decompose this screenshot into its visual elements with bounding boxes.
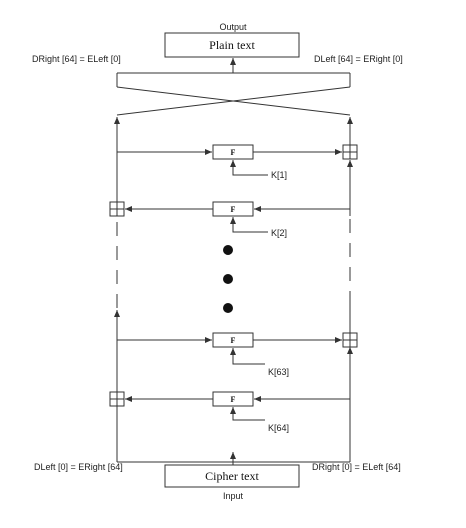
- round2-key-label: K[2]: [271, 228, 287, 238]
- round2-xor-icon: [109, 201, 125, 217]
- round64-key-arrow: [230, 407, 265, 421]
- ellipsis-dot: [223, 274, 233, 284]
- cipher-text-box: [164, 464, 300, 488]
- round63-f-label: F: [231, 336, 236, 345]
- round63-key-arrow: [230, 348, 265, 365]
- round64-key-label: K[64]: [268, 423, 289, 433]
- plain-text-box: [164, 32, 300, 58]
- round63-key-label: K[63]: [268, 367, 289, 377]
- round1-xor-icon: [342, 144, 358, 160]
- round1-key-arrow: [230, 160, 268, 176]
- input-label: Input: [223, 491, 244, 501]
- plain-text-label: Plain text: [209, 38, 255, 52]
- round64-f-label: F: [231, 395, 236, 404]
- round2-f-label: F: [231, 205, 236, 214]
- ellipsis-dot: [223, 245, 233, 255]
- bottom-right-equation: DRight [0] = ELeft [64]: [312, 462, 401, 472]
- round63-xor-icon: [342, 332, 358, 348]
- round1-f-label: F: [231, 148, 236, 157]
- round64-xor-icon: [109, 391, 125, 407]
- ellipsis-dot: [223, 303, 233, 313]
- swap-cross-line-b: [116, 86, 351, 116]
- round1-key-label: K[1]: [271, 170, 287, 180]
- bottom-left-equation: DLeft [0] = ERight [64]: [34, 462, 123, 472]
- output-label: Output: [219, 22, 247, 32]
- cipher-text-label: Cipher text: [205, 469, 259, 483]
- top-left-equation: DRight [64] = ELeft [0]: [32, 54, 121, 64]
- round2-key-arrow: [230, 217, 268, 233]
- top-right-equation: DLeft [64] = ERight [0]: [314, 54, 403, 64]
